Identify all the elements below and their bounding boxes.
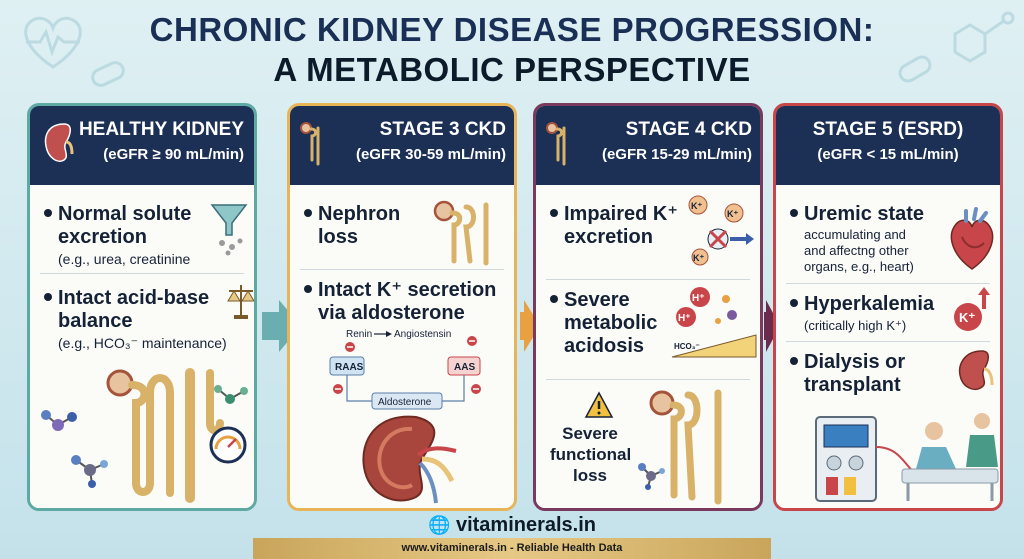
card-body: Impaired K⁺ excretion K⁺ K⁺ K⁺ Severe me… [536,185,760,508]
card-subtitle: (eGFR 30-59 mL/min) [355,146,506,163]
molecule-icon [41,410,77,431]
damaged-nephron-illustration [649,389,722,505]
card-header: STAGE 5 (ESRD) (eGFR < 15 mL/min) [776,106,1000,185]
k-ion-label: K⁺ [727,209,738,219]
point-note: (e.g., HCO₃⁻ maintenance) [58,335,227,351]
funnel-icon [210,204,248,256]
h-ion-label: H⁺ [692,293,705,304]
aldosterone-label: Aldosterone [378,397,432,408]
potassium-up-icon: K⁺ [954,287,990,331]
point-impaired-k: Impaired K⁺ excretion [550,203,678,249]
molecule-icon [638,463,665,490]
raas-label: RAAS [335,362,364,373]
point-k-secretion: Intact K⁺ secretion via aldosterone [304,279,496,325]
k-ion-label: K⁺ [691,201,702,211]
point-acid-base: Intact acid-base balance [44,287,209,333]
point-solute-excretion: Normal solute excretion [44,203,191,249]
point-functional-loss: Severe functional loss [550,424,632,485]
molecule-icon [71,455,108,488]
card-title: HEALTHY KIDNEY [78,119,244,140]
card-stage-3: STAGE 3 CKD (eGFR 30-59 mL/min) Nephron … [287,103,517,511]
brand-link[interactable]: vitaminerals.in [455,514,597,536]
card-stage-4: STAGE 4 CKD (eGFR 15-29 mL/min) Impaired… [533,103,763,511]
kidney-cross-section [362,415,457,504]
point-note: (e.g., urea, creatinine [58,251,191,267]
point-hyperkalemia: Hyperkalemia [790,293,934,316]
card-header: STAGE 4 CKD (eGFR 15-29 mL/min) [536,106,760,185]
card-body: Nephron loss Intact K⁺ secretion via ald… [290,185,514,508]
heart-icon [950,207,994,270]
point-uremic-state: Uremic state [790,203,924,226]
warning-icon [584,391,614,418]
molecule-icon [214,385,248,404]
point-dialysis: Dialysis or transplant [790,351,905,397]
k-ion-label: K⁺ [959,310,975,325]
aas-label: AAS [454,362,475,373]
card-subtitle: (eGFR < 15 mL/min) [817,146,959,163]
nephron-icon [546,122,566,166]
card-header: STAGE 3 CKD (eGFR 30-59 mL/min) [290,106,514,185]
raas-diagram: Renin Angiostensin RAAS AAS Aldosterone [329,329,481,410]
title-line-1: CHRONIC KIDNEY DISEASE PROGRESSION: [149,11,875,48]
globe-icon: 🌐 [427,515,451,535]
footer-brand: 🌐 vitaminerals.in [0,514,1024,537]
page-title: CHRONIC KIDNEY DISEASE PROGRESSION: A ME… [0,10,1024,90]
heart-pulse-icon [24,16,82,69]
renin-label: Renin [346,329,372,340]
card-title: STAGE 4 CKD [625,119,752,140]
dialysis-machine-illustration [815,413,999,502]
kidney-icon [44,123,74,162]
capsule-icon [898,55,932,83]
card-stage-5: STAGE 5 (ESRD) (eGFR < 15 mL/min) Uremic… [773,103,1003,511]
angiotensin-label: Angiostensin [394,329,451,340]
potassium-blocked-icon: K⁺ K⁺ K⁺ [688,195,754,266]
card-subtitle: (eGFR 15-29 mL/min) [601,146,752,163]
point-note: (critically high K⁺) [804,318,907,333]
point-nephron-loss: Nephron loss [304,203,400,249]
gauge-icon [209,426,247,464]
hco3-label: HCO₃⁻ [674,342,700,351]
scale-icon [227,285,254,319]
pill-icon [91,61,125,87]
nephron-illustration [106,368,224,503]
h-ion-label: H⁺ [678,313,691,324]
kidney-icon [958,350,994,391]
card-healthy-kidney: HEALTHY KIDNEY (eGFR ≥ 90 mL/min) Normal… [27,103,257,511]
title-line-2: A METABOLIC PERSPECTIVE [273,51,751,88]
card-title: STAGE 5 (ESRD) [812,119,964,140]
footer-tagline: www.vitaminerals.in - Reliable Health Da… [253,538,771,559]
point-note: accumulating and and affectng other orga… [804,227,914,274]
card-title: STAGE 3 CKD [379,119,506,140]
card-body: Uremic state accumulating and and affect… [776,185,1000,508]
damaged-nephron-icon [433,200,489,266]
card-subtitle: (eGFR ≥ 90 mL/min) [103,146,244,163]
acid-ions-icon: H⁺ H⁺ HCO₃⁻ [671,287,757,358]
molecule-icon [953,11,1015,63]
nephron-icon [300,122,320,166]
k-ion-label: K⁺ [693,253,704,263]
card-body: Normal solute excretion (e.g., urea, cre… [30,185,254,508]
card-header: HEALTHY KIDNEY (eGFR ≥ 90 mL/min) [30,106,254,185]
progress-arrow-1 [262,312,280,340]
point-metabolic-acidosis: Severe metabolic acidosis [550,289,657,358]
